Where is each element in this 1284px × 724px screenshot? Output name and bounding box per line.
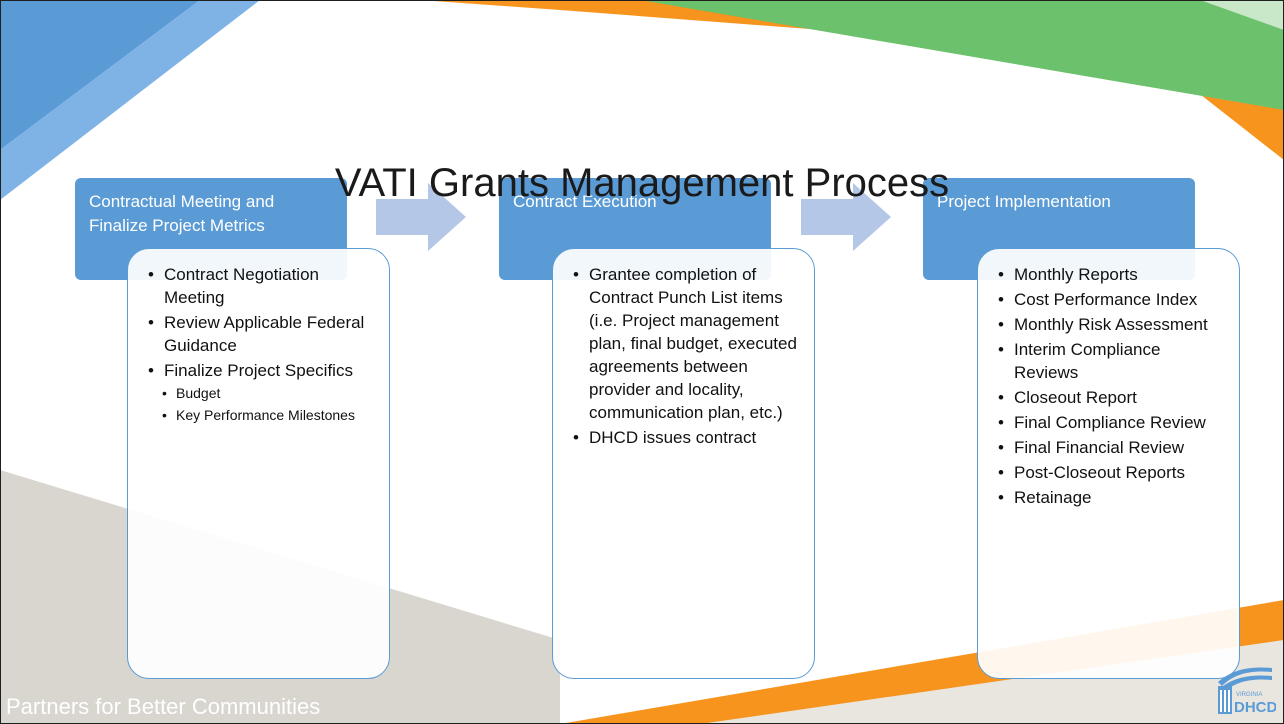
- stage-3-details: Monthly Reports Cost Performance Index M…: [977, 248, 1240, 679]
- stage-1-list: Contract Negotiation Meeting Review Appl…: [146, 263, 375, 425]
- list-item: Final Financial Review: [996, 436, 1225, 459]
- sub-list-item: Key Performance Milestones: [146, 406, 375, 425]
- list-item: Grantee completion of Contract Punch Lis…: [571, 263, 800, 424]
- sub-list-item: Budget: [146, 384, 375, 403]
- top-green-band: [640, 0, 1284, 110]
- stage-1-details: Contract Negotiation Meeting Review Appl…: [127, 248, 390, 679]
- list-item: Monthly Risk Assessment: [996, 313, 1225, 336]
- top-right-light-green: [1200, 0, 1284, 30]
- logo-small-text: VIRGINIA: [1236, 692, 1262, 698]
- footer-tagline: Partners for Better Communities: [6, 694, 321, 719]
- list-item: Retainage: [996, 486, 1225, 509]
- list-item: Monthly Reports: [996, 263, 1225, 286]
- stage-2-details: Grantee completion of Contract Punch Lis…: [552, 248, 815, 679]
- list-item: Interim Compliance Reviews: [996, 338, 1225, 384]
- list-item: Final Compliance Review: [996, 411, 1225, 434]
- top-left-light-blue-band: [0, 0, 260, 200]
- list-item: Finalize Project Specifics: [146, 359, 375, 382]
- list-item: Closeout Report: [996, 386, 1225, 409]
- list-item: Post-Closeout Reports: [996, 461, 1225, 484]
- stage-2-list: Grantee completion of Contract Punch Lis…: [571, 263, 800, 449]
- slide-title: VATI Grants Management Process: [334, 161, 950, 205]
- stage-3-list: Monthly Reports Cost Performance Index M…: [996, 263, 1225, 509]
- list-item: DHCD issues contract: [571, 426, 800, 449]
- flow-arrow-1: [376, 183, 466, 251]
- dhcd-logo-icon: VIRGINIA DHCD: [1218, 667, 1276, 716]
- flow-arrow-2: [801, 183, 891, 251]
- logo-big-text: DHCD: [1234, 699, 1276, 716]
- list-item: Review Applicable Federal Guidance: [146, 311, 375, 357]
- list-item: Contract Negotiation Meeting: [146, 263, 375, 309]
- list-item: Cost Performance Index: [996, 288, 1225, 311]
